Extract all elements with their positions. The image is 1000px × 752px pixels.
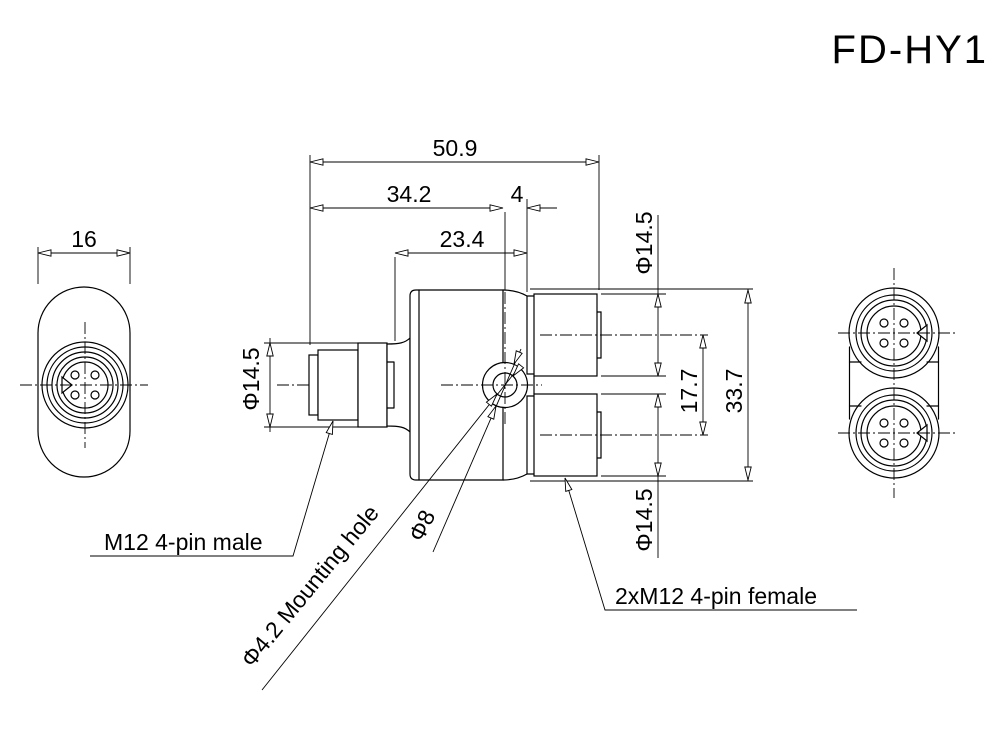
female-port-bottom-collar <box>526 395 535 475</box>
dim-text-overall-length: 50.9 <box>433 135 478 161</box>
dim-side-width: 16 <box>37 226 131 284</box>
label-female-connectors: 2xM12 4-pin female <box>561 476 857 611</box>
dimension-arrow <box>699 334 707 349</box>
female-pin <box>899 318 909 328</box>
dim-text-neck-gap: 4 <box>511 181 524 207</box>
dim-front-to-ports: 23.4 <box>394 226 528 257</box>
female-port-top-collar <box>526 295 535 375</box>
male-pin <box>70 370 80 380</box>
dimension-arrow <box>526 204 541 212</box>
drawing-title: FD-HY1 <box>832 28 988 72</box>
right-dimensions: Φ14.5 Φ14.5 17.7 33.7 <box>530 211 753 558</box>
dim-body-length: 34.2 <box>309 181 504 212</box>
male-housing-outline <box>37 286 131 478</box>
dimension-arrow <box>266 342 274 357</box>
female-pin <box>899 438 909 448</box>
leader-line <box>90 420 334 557</box>
dimension-arrow <box>266 413 274 428</box>
leader-arrow <box>561 476 573 492</box>
left-end-view: 16 <box>20 226 148 478</box>
dim-male-connector-dia: Φ14.5 <box>238 338 358 432</box>
male-connector-tip <box>308 354 319 416</box>
male-connector-body <box>317 349 359 421</box>
dim-female-dia-bottom: Φ14.5 <box>631 393 662 558</box>
female-pin <box>899 338 909 348</box>
male-pin <box>70 390 80 400</box>
dim-body-height: 33.7 <box>721 289 752 481</box>
dim-overall-length: 50.9 <box>309 135 600 166</box>
male-connector-bell <box>386 336 411 434</box>
dimension-arrow <box>654 293 662 308</box>
dimension-arrow <box>309 158 324 166</box>
female-pin <box>899 418 909 428</box>
label-text-mounting-hole: Φ4.2 Mounting hole <box>236 500 384 672</box>
dimension-arrow <box>654 362 662 377</box>
female-pin <box>879 418 889 428</box>
male-pin <box>90 370 100 380</box>
dimension-arrow <box>585 158 600 166</box>
dimension-arrow <box>309 204 324 212</box>
dimension-arrow <box>394 249 409 257</box>
dimension-arrow <box>513 249 528 257</box>
dimension-arrow <box>744 466 752 481</box>
male-connector-groove <box>386 361 395 409</box>
female-pin <box>879 318 889 328</box>
dim-text-female-dia-bottom: Φ14.5 <box>631 488 657 551</box>
leader-arrow <box>510 350 523 366</box>
extension-lines <box>264 342 358 428</box>
dim-port-spacing: 17.7 <box>676 334 707 436</box>
dim-text-body-length: 34.2 <box>387 181 432 207</box>
housing-waist-edges <box>848 346 940 420</box>
label-text-female-connectors: 2xM12 4-pin female <box>615 583 817 609</box>
leader-line <box>564 477 857 611</box>
right-end-view <box>838 268 958 498</box>
label-male-connector: M12 4-pin male <box>90 419 337 557</box>
female-pin <box>879 338 889 348</box>
dim-text-male-dia: Φ14.5 <box>238 347 264 410</box>
male-pin <box>90 390 100 400</box>
dimension-arrow <box>116 249 131 257</box>
dimension-arrow <box>699 421 707 436</box>
dimension-arrow <box>37 249 52 257</box>
dim-text-port-spacing: 17.7 <box>676 369 702 414</box>
side-view <box>277 289 708 481</box>
label-text-male-connector: M12 4-pin male <box>104 529 263 555</box>
dim-text-side-width: 16 <box>71 226 97 252</box>
dimension-arrow <box>489 204 504 212</box>
dim-female-dia-top: Φ14.5 <box>631 211 662 377</box>
y-transition-curves <box>502 289 528 481</box>
dim-text-female-dia-top: Φ14.5 <box>631 211 657 274</box>
extension-lines-ports <box>601 293 666 477</box>
dimension-arrow <box>654 462 662 477</box>
leader-line <box>261 365 521 691</box>
leader-line <box>432 348 522 553</box>
dim-text-front-to-ports: 23.4 <box>440 226 485 252</box>
top-dimensions: 50.9 34.2 4 23.4 <box>309 135 600 345</box>
housing-waist-chords <box>848 361 940 407</box>
male-connector-nut <box>357 342 388 428</box>
dim-text-body-height: 33.7 <box>721 369 747 414</box>
female-pin <box>879 438 889 448</box>
dim-neck-gap: 4 <box>511 181 557 212</box>
dimension-arrow <box>654 393 662 408</box>
dimension-arrow <box>744 289 752 304</box>
label-text-center-boss: Φ8 <box>403 506 440 545</box>
